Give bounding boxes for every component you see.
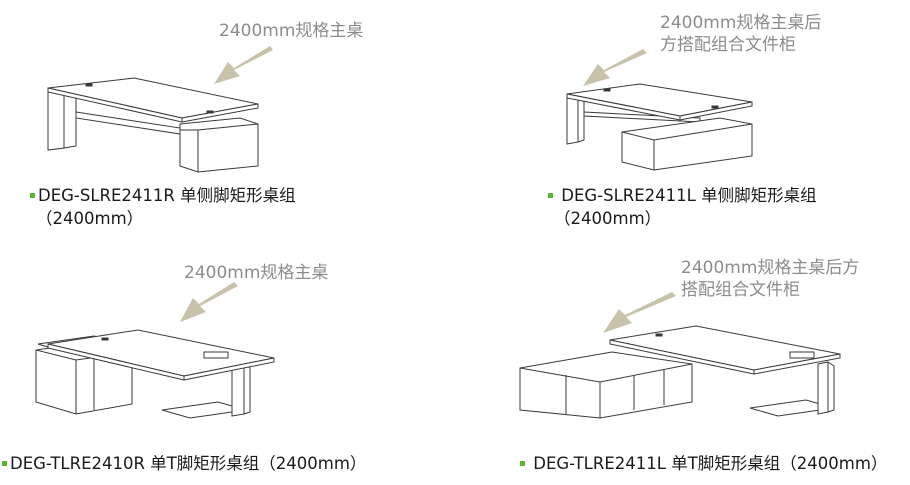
note-desk-4: 2400mm规格主桌后方 搭配组合文件柜	[681, 257, 859, 301]
caption-desk-3: DEG-TLRE2410R 单T脚矩形桌组（2400mm）	[2, 452, 366, 475]
caption-line: DEG-SLRE2411R 单侧脚矩形桌组	[38, 186, 296, 205]
desk-illustration-4	[519, 325, 841, 419]
note-line: 搭配组合文件柜	[681, 280, 800, 300]
desk-illustration-3	[35, 329, 275, 419]
note-line: 2400mm规格主桌	[219, 21, 364, 41]
bullet-icon	[548, 193, 553, 198]
note-desk-1: 2400mm规格主桌	[219, 20, 363, 42]
arrow-icon-1	[214, 46, 273, 84]
note-line: 方搭配组合文件柜	[660, 35, 796, 55]
note-line: 2400mm规格主桌后方	[681, 258, 860, 278]
desk-illustration-2	[566, 83, 753, 171]
arrow-icon-4	[603, 292, 676, 333]
note-line: 2400mm规格主桌后	[660, 13, 822, 33]
caption-desk-1: DEG-SLRE2411R 单侧脚矩形桌组 （2400mm）	[30, 184, 296, 230]
arrow-icon-3	[180, 282, 238, 322]
caption-line: （2400mm）	[36, 209, 144, 228]
caption-desk-2: DEG-SLRE2411L 单侧脚矩形桌组 （2400mm）	[548, 184, 817, 230]
bullet-icon	[30, 193, 35, 198]
note-desk-3: 2400mm规格主桌	[184, 262, 328, 284]
note-line: 2400mm规格主桌	[184, 263, 329, 283]
bullet-icon	[520, 461, 525, 466]
caption-desk-4: DEG-TLRE2411L 单T脚矩形桌组（2400mm）	[520, 452, 887, 475]
caption-line: DEG-TLRE2410R 单T脚矩形桌组（2400mm）	[10, 454, 367, 473]
note-desk-2: 2400mm规格主桌后 方搭配组合文件柜	[660, 12, 821, 56]
desk-illustration-1	[47, 77, 259, 173]
bullet-icon	[2, 461, 7, 466]
caption-line: （2400mm）	[554, 209, 662, 228]
caption-line: DEG-SLRE2411L 单侧脚矩形桌组	[561, 186, 817, 205]
arrow-icon-2	[583, 49, 647, 86]
caption-line: DEG-TLRE2411L 单T脚矩形桌组（2400mm）	[533, 454, 888, 473]
